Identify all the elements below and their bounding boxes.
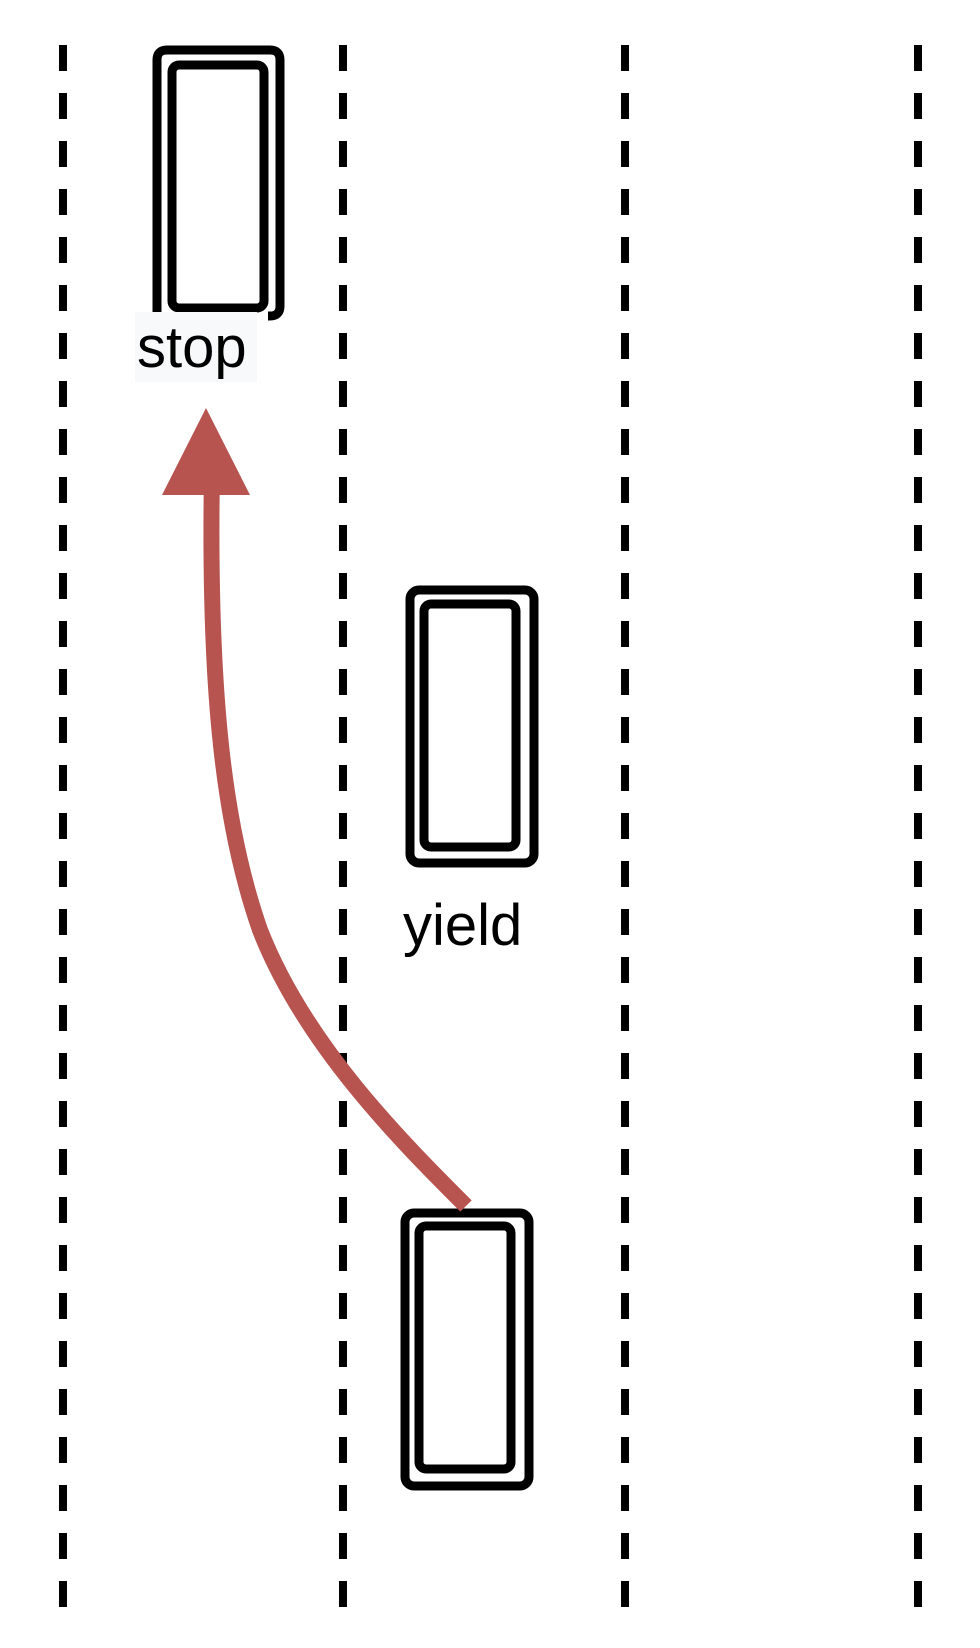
vehicle-yield: yield (403, 585, 539, 958)
trajectory-arrow-shaft (203, 469, 472, 1212)
vehicle-stop: stop (135, 45, 285, 382)
trajectory-arrow-head (162, 408, 250, 495)
vehicle-yield-body (419, 599, 521, 852)
stop-label-background (135, 312, 257, 382)
vehicle-stop-body (167, 60, 269, 313)
vehicle-ego-body (414, 1221, 516, 1474)
trajectory-arrow (162, 408, 472, 1212)
yield-label: yield (403, 893, 522, 958)
stop-label: stop (137, 315, 247, 380)
vehicle-ego (400, 1208, 534, 1491)
